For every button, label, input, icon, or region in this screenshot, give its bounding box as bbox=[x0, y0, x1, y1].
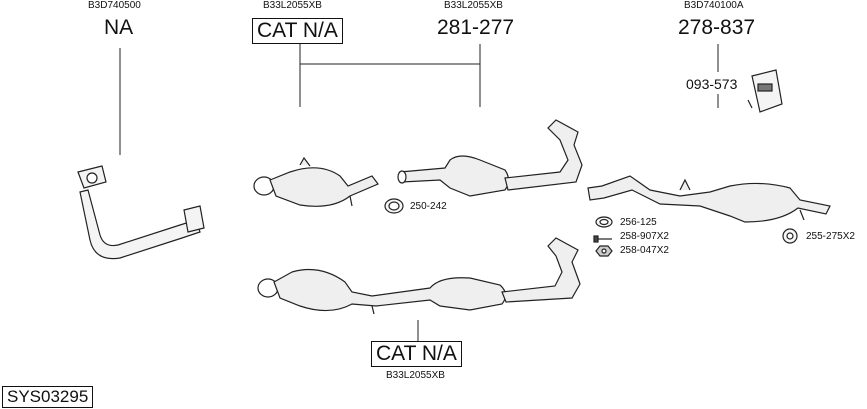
gasket-256-drawing bbox=[595, 216, 613, 228]
label-gasket-256-125: 256-125 bbox=[620, 217, 657, 228]
label-nut-258-047x2: 258-047X2 bbox=[620, 245, 669, 256]
header-code-rear: B3D740100A bbox=[684, 0, 744, 11]
label-part-278-837: 278-837 bbox=[678, 16, 756, 39]
header-code-front-pipe: B3D740500 bbox=[88, 0, 141, 11]
label-na: NA bbox=[104, 16, 134, 39]
hanger-255-drawing bbox=[782, 228, 798, 244]
front-pipe-drawing bbox=[77, 165, 205, 260]
cat-top-drawing bbox=[253, 156, 379, 207]
label-bolt-258-907x2: 258-907X2 bbox=[620, 231, 669, 242]
label-cat-bottom: CAT N/A bbox=[371, 341, 462, 367]
clamp-drawing bbox=[384, 198, 404, 214]
system-id-badge: SYS03295 bbox=[2, 386, 94, 408]
label-cat-top: CAT N/A bbox=[252, 18, 343, 44]
rear-silencer-drawing bbox=[587, 175, 831, 223]
header-code-middle: B33L2055XB bbox=[444, 0, 503, 11]
header-code-cat: B33L2055XB bbox=[263, 0, 322, 11]
bolt-258a-drawing bbox=[593, 235, 612, 243]
label-hanger-255-275x2: 255-275X2 bbox=[806, 231, 855, 242]
label-clamp-250-242: 250-242 bbox=[410, 201, 447, 212]
bottom-assembly-drawing bbox=[257, 237, 581, 315]
label-part-281-277: 281-277 bbox=[437, 16, 515, 39]
label-part-093-573: 093-573 bbox=[686, 76, 738, 92]
middle-pipe-top-drawing bbox=[397, 119, 583, 197]
hanger-093-drawing bbox=[747, 69, 783, 113]
nut-258b-drawing bbox=[595, 245, 613, 257]
bottom-code: B33L2055XB bbox=[386, 370, 445, 381]
